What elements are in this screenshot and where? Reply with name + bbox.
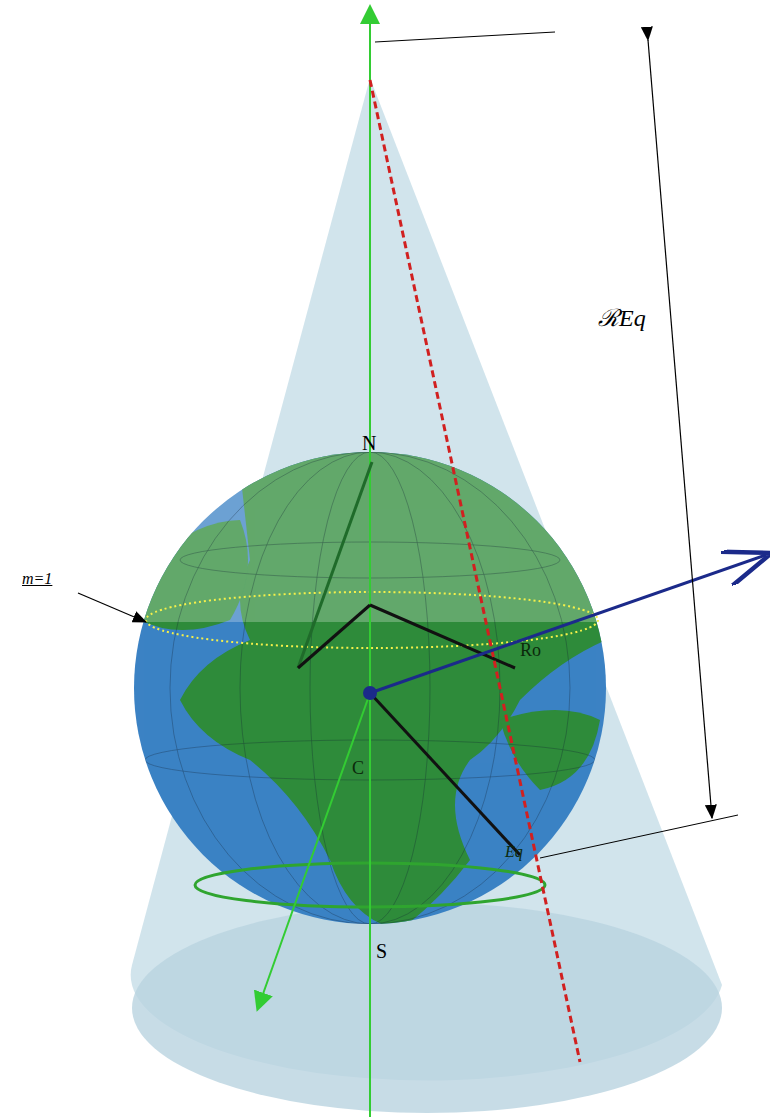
figure-label: Ro <box>520 640 541 661</box>
figure-label: ℛEq <box>598 300 646 333</box>
figure-label: m=1 <box>20 570 54 588</box>
figure-label: S <box>376 940 387 963</box>
figure-label: N <box>362 432 376 455</box>
figure-label: C <box>352 758 364 779</box>
figure-label: Eq <box>505 843 523 861</box>
